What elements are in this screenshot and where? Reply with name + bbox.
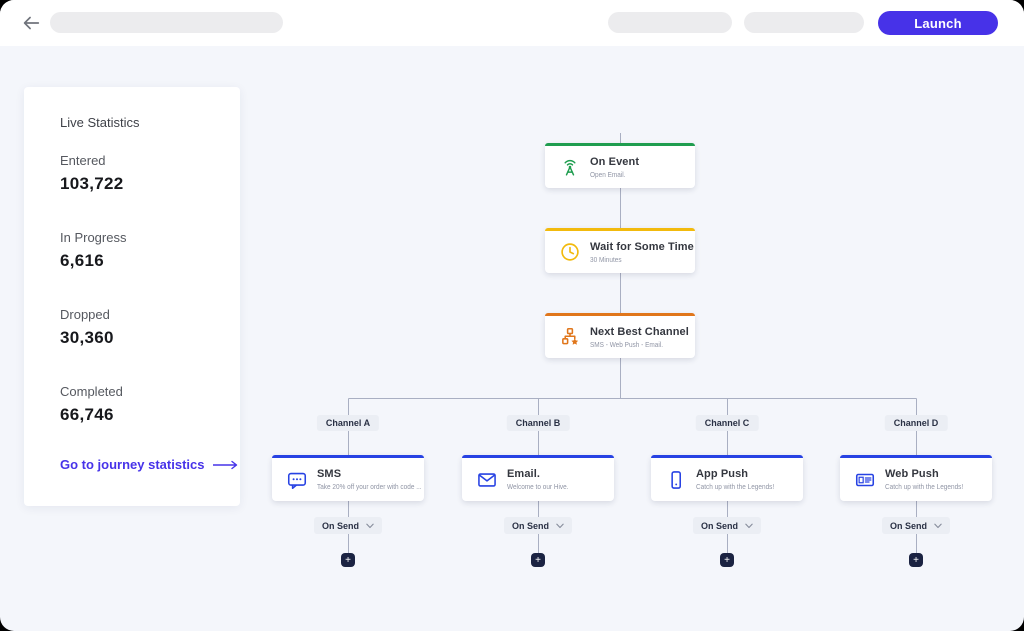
back-button[interactable] <box>20 12 42 34</box>
journey-title-placeholder[interactable] <box>50 12 283 33</box>
toolbar-button-placeholder-2[interactable] <box>744 12 864 33</box>
stat-value: 66,746 <box>60 405 114 424</box>
stat-label: Entered <box>60 153 106 168</box>
stats-card-title: Live Statistics <box>60 115 140 130</box>
journey-statistics-link[interactable]: Go to journey statistics <box>60 457 239 472</box>
node-subtitle: Catch up with the Legends! <box>696 482 775 491</box>
arrow-left-icon <box>23 16 40 30</box>
edge-label-channel-c: Channel C <box>695 415 759 431</box>
on-send-dropdown-sms[interactable]: On Send <box>313 517 383 534</box>
chevron-down-icon <box>934 523 942 528</box>
node-title: On Event <box>590 155 640 168</box>
add-step-button-app-push[interactable]: + <box>720 553 734 567</box>
node-accent-bar <box>545 313 695 316</box>
node-subtitle: Take 20% off your order with code ... <box>317 482 422 491</box>
on-send-label: On Send <box>700 520 739 531</box>
node-title: Web Push <box>885 468 939 480</box>
chevron-down-icon <box>745 523 753 528</box>
launch-button[interactable]: Launch <box>878 11 998 35</box>
node-title: Email. <box>507 468 541 480</box>
stat-label: In Progress <box>60 230 127 245</box>
chat-bubble-icon <box>286 469 308 491</box>
node-subtitle: Catch up with the Legends! <box>885 482 964 491</box>
chevron-down-icon <box>366 523 374 528</box>
add-step-button-email[interactable]: + <box>531 553 545 567</box>
on-send-dropdown-web-push[interactable]: On Send <box>881 517 951 534</box>
node-wait[interactable]: Wait for Some Time 30 Minutes <box>545 228 695 273</box>
add-step-button-sms[interactable]: + <box>341 553 355 567</box>
node-subtitle: 30 Minutes <box>590 254 622 264</box>
node-subtitle: Open Email. <box>590 169 626 179</box>
browser-icon <box>854 469 876 491</box>
on-send-dropdown-email[interactable]: On Send <box>503 517 573 534</box>
node-subtitle: SMS - Web Push - Email. <box>590 339 664 349</box>
smartphone-icon <box>665 469 687 491</box>
node-accent-bar <box>272 455 424 458</box>
node-accent-bar <box>545 228 695 231</box>
hierarchy-star-icon <box>559 326 581 348</box>
envelope-icon <box>476 469 498 491</box>
node-accent-bar <box>840 455 992 458</box>
chevron-down-icon <box>556 523 564 528</box>
node-web-push[interactable]: Web Push Catch up with the Legends! <box>840 455 992 501</box>
node-title: App Push <box>696 468 749 480</box>
node-title: Next Best Channel <box>590 325 689 338</box>
stat-dropped: Dropped 30,360 <box>60 307 114 348</box>
edge-label-channel-d: Channel D <box>884 415 948 431</box>
node-app-push[interactable]: App Push Catch up with the Legends! <box>651 455 803 501</box>
node-sms[interactable]: SMS Take 20% off your order with code ..… <box>272 455 424 501</box>
antenna-icon <box>559 156 581 178</box>
on-send-dropdown-app-push[interactable]: On Send <box>692 517 762 534</box>
node-accent-bar <box>545 143 695 146</box>
add-step-button-web-push[interactable]: + <box>909 553 923 567</box>
stat-entered: Entered 103,722 <box>60 153 124 194</box>
toolbar-button-placeholder-1[interactable] <box>608 12 732 33</box>
node-subtitle: Welcome to our Hive. <box>507 482 569 491</box>
stat-label: Completed <box>60 384 123 399</box>
on-send-label: On Send <box>511 520 550 531</box>
node-email[interactable]: Email. Welcome to our Hive. <box>462 455 614 501</box>
journey-link-label: Go to journey statistics <box>60 457 205 472</box>
topbar: Launch <box>0 0 1024 46</box>
stat-value: 30,360 <box>60 328 114 347</box>
live-statistics-card: Live Statistics Entered 103,722 In Progr… <box>24 87 240 506</box>
on-send-label: On Send <box>321 520 360 531</box>
on-send-label: On Send <box>889 520 928 531</box>
node-title: Wait for Some Time <box>590 240 694 253</box>
stat-value: 103,722 <box>60 174 124 193</box>
stat-value: 6,616 <box>60 251 105 270</box>
node-next-best-channel[interactable]: Next Best Channel SMS - Web Push - Email… <box>545 313 695 358</box>
node-accent-bar <box>651 455 803 458</box>
stat-label: Dropped <box>60 307 110 322</box>
edge-label-channel-b: Channel B <box>506 415 570 431</box>
stat-in-progress: In Progress 6,616 <box>60 230 126 271</box>
node-title: SMS <box>317 468 342 480</box>
stat-completed: Completed 66,746 <box>60 384 123 425</box>
clock-icon <box>559 241 581 263</box>
arrow-right-icon <box>213 460 238 469</box>
node-accent-bar <box>462 455 614 458</box>
edge-label-channel-a: Channel A <box>316 415 380 431</box>
node-on-event[interactable]: On Event Open Email. <box>545 143 695 188</box>
